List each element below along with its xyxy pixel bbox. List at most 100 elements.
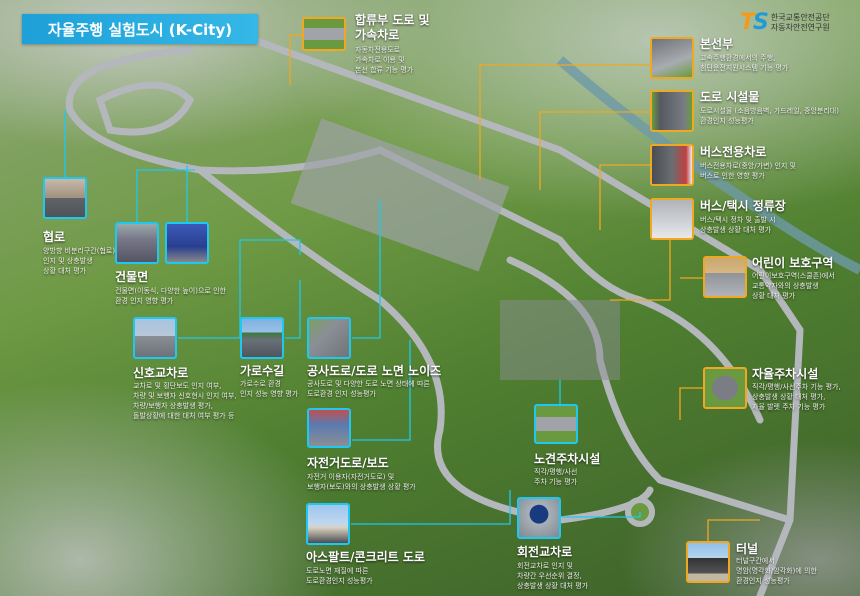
page-title: 자율주행 실험도시 (K-City) bbox=[22, 14, 258, 44]
item-title: 자전거도로/보도 bbox=[307, 456, 389, 470]
item-title: 합류부 도로 및 bbox=[355, 13, 430, 27]
roundabout-thumbnail bbox=[517, 497, 561, 539]
narrow-road-thumbnail bbox=[43, 177, 87, 219]
item-title: 어린이 보호구역 bbox=[752, 256, 834, 270]
item-title: 공사도로/도로 노면 노이즈 bbox=[307, 364, 442, 378]
item-title: 노견주차시설 bbox=[534, 452, 601, 466]
description-line: 상충발생 상황 대처 평가, bbox=[752, 393, 826, 401]
description-line: 명암(명각화/암각화)에 의한 bbox=[736, 567, 817, 575]
intersection-area bbox=[500, 300, 620, 380]
item-title: 본선부 bbox=[700, 37, 734, 51]
description-line: 회전교차로 인지 및 bbox=[517, 562, 573, 570]
item-title: 회전교차로 bbox=[517, 545, 573, 559]
description-line: 교통약자와의 상충발생 bbox=[752, 282, 819, 290]
main-line-thumbnail bbox=[650, 37, 694, 79]
main-highway bbox=[236, 31, 804, 596]
description-line: 직각/평행/사선 bbox=[534, 468, 578, 476]
description-line: 버스전용차로(중앙/가변) 인지 및 bbox=[700, 162, 796, 170]
description-line: 도로시설물 (소음방음벽, 가드레일, 중앙분리대) bbox=[700, 107, 839, 115]
description-line: 고속주행환경에서의 주행, bbox=[700, 54, 776, 62]
description-line: 상황 대처 평가 bbox=[752, 292, 796, 300]
description-line: 상충발생 상황 대처 평가 bbox=[517, 582, 589, 590]
outer-loop-road bbox=[65, 46, 764, 424]
description-line: 첨단운전지원시스템 기능 평가 bbox=[700, 64, 789, 72]
description-line: 도로환경 인지 성능평가 bbox=[307, 390, 376, 398]
building-thumbnail-2 bbox=[165, 222, 209, 264]
item-title: 도로 시설물 bbox=[700, 90, 760, 104]
tree-road-thumbnail bbox=[240, 317, 284, 359]
item-title: 자율주차시설 bbox=[752, 367, 819, 381]
description-line: 인지 성능 영향 평가 bbox=[240, 390, 299, 398]
description-line: 돌발상황에 대한 대처 여부 평가 등 bbox=[133, 412, 235, 420]
bike-lane-thumbnail bbox=[307, 408, 351, 448]
description-line: 상황 대처 평가 bbox=[43, 267, 87, 275]
item-description: 직각/평행/사선주차 기능 평가,상충발생 상황 대처 평가,자율 발렛 주차 … bbox=[752, 382, 841, 412]
merge-lane-thumbnail bbox=[302, 17, 346, 51]
description-line: 환경인지 성능평가 bbox=[700, 117, 754, 125]
description-line: 버스/택시 정차 및 출발 시 bbox=[700, 216, 776, 224]
description-line: 직각/평행/사선주차 기능 평가, bbox=[752, 383, 841, 391]
item-title: 버스/택시 정류장 bbox=[700, 199, 786, 213]
description-line: 자전거 이용자(자전거도로) 및 bbox=[307, 473, 395, 481]
description-line: 상충발생 상황 대처 평가 bbox=[700, 226, 772, 234]
description-line: 건물면(이동식, 다양한 높이)으로 인한 bbox=[115, 287, 226, 295]
school-zone-thumbnail bbox=[703, 256, 747, 298]
river bbox=[556, 56, 860, 275]
item-title: 아스팔트/콘크리트 도로 bbox=[306, 550, 425, 564]
description-line: 차량/보행자 상충발생 평가, bbox=[133, 402, 213, 410]
bus-lane-thumbnail bbox=[650, 144, 694, 186]
description-line: 가로수로 환경 bbox=[240, 380, 281, 388]
left-connectors bbox=[64, 110, 641, 525]
description-line: 차량간 우선순위 결정, bbox=[517, 572, 582, 580]
asphalt-road-thumbnail bbox=[306, 503, 350, 545]
construction-road-thumbnail bbox=[307, 317, 351, 359]
description-line: 어린이보호구역(스쿨존)에서 bbox=[752, 272, 835, 280]
item-title: 신호교차로 bbox=[133, 366, 189, 380]
description-line: 인지 및 상충발생 bbox=[43, 257, 93, 265]
item-title: 가로수길 bbox=[240, 364, 285, 378]
item-title: 협로 bbox=[43, 230, 66, 244]
item-title-line2: 가속차로 bbox=[355, 28, 400, 42]
inner-loop bbox=[95, 81, 195, 136]
description-line: 차량 및 보행자 신호현시 인지 여부, bbox=[133, 392, 237, 400]
description-line: 터널구간에서 bbox=[736, 557, 775, 565]
description-line: 환경 인지 영향 평가 bbox=[115, 297, 174, 305]
org-name-line1: 한국교통안전공단 bbox=[770, 12, 830, 22]
item-description: 도로시설물 (소음방음벽, 가드레일, 중앙분리대) 환경인지 성능평가 bbox=[700, 106, 839, 126]
org-name-line2: 자동차안전연구원 bbox=[770, 22, 830, 32]
description-line: 본선 합류 기능 평가 bbox=[355, 66, 414, 74]
urban-area bbox=[290, 118, 510, 272]
road-facilities-thumbnail bbox=[650, 90, 694, 132]
item-title: 건물면 bbox=[115, 270, 149, 284]
description-line: 보행자(보도)와의 상충발생 상황 평가 bbox=[307, 483, 416, 491]
description-line: 공사도로 및 다양한 도로 노면 상태에 따른 bbox=[307, 380, 430, 388]
item-title: 버스전용차로 bbox=[700, 145, 767, 159]
description-line: 도로환경인지 성능평가 bbox=[306, 577, 373, 585]
ts-logo-mark: TS bbox=[740, 10, 769, 35]
signal-intersection-thumbnail bbox=[133, 317, 177, 359]
roadside-parking-thumbnail bbox=[534, 404, 578, 444]
description-line: 교차로 및 횡단보도 인지 여부, bbox=[133, 382, 222, 390]
description-line: 버스로 인한 영향 평가 bbox=[700, 172, 765, 180]
autonomous-parking-thumbnail bbox=[703, 367, 747, 409]
description-line: 주차 기능 평가 bbox=[534, 478, 578, 486]
description-line: 양방향 비분리구간(협로) bbox=[43, 247, 116, 255]
building-thumbnail-1 bbox=[115, 222, 159, 264]
item-description: 교차로 및 횡단보도 인지 여부, 차량 및 보행자 신호현시 인지 여부, 차량/… bbox=[133, 381, 237, 421]
bus-stop-thumbnail bbox=[650, 198, 694, 240]
right-connectors bbox=[289, 34, 760, 541]
item-title: 터널 bbox=[736, 542, 759, 556]
